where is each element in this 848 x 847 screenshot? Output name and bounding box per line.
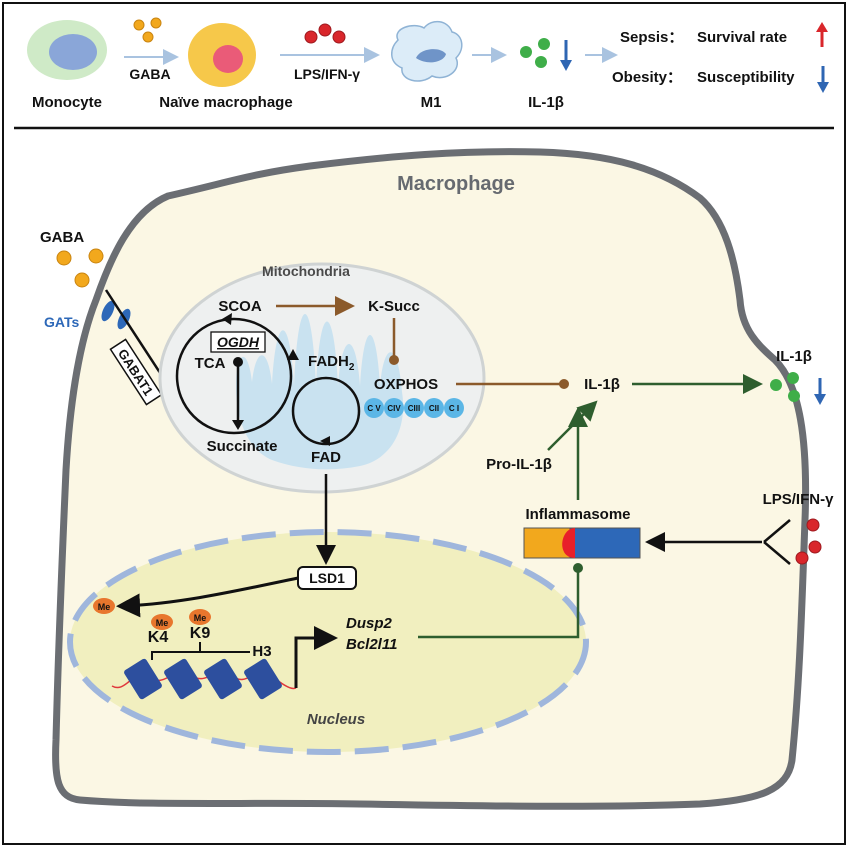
- tlr-receptor: [763, 519, 791, 565]
- pro-il1b-label: Pro-IL-1β: [486, 456, 552, 473]
- m1-label: M1: [421, 94, 442, 111]
- k4-label: K4: [148, 629, 169, 646]
- complex-label: C V: [367, 404, 381, 413]
- m1-macrophage-nucleus: [416, 49, 446, 63]
- lps-dot: [806, 518, 820, 532]
- lps-top-label: LPS/IFN-γ: [294, 66, 360, 82]
- me-label: Me: [156, 618, 169, 628]
- lps-ifn-cell-label: LPS/IFN-γ: [763, 491, 834, 508]
- genes-inhibit-inflammasome-line: [418, 570, 580, 639]
- mitochondria: Mitochondria TCA OGDH SCOA FADH2 Succina…: [158, 262, 486, 494]
- lps-dot: [332, 30, 346, 44]
- succinate-arrowhead: [232, 420, 244, 430]
- me-label: Me: [98, 602, 111, 612]
- genes-inhibit-dot: [573, 563, 583, 573]
- gaba-dot: [133, 19, 145, 31]
- oxphos-inhibit-dot: [559, 379, 569, 389]
- complex-label: C I: [449, 404, 459, 413]
- up-arrow-icon: [816, 22, 828, 47]
- lsd1-label: LSD1: [309, 570, 345, 586]
- ksucc-inhibit-dot: [389, 355, 399, 365]
- fad-label: FAD: [311, 449, 341, 466]
- oxphos-label: OXPHOS: [374, 376, 438, 393]
- gaba-dot: [74, 272, 90, 288]
- dusp2-label: Dusp2: [346, 615, 393, 632]
- monocyte-nucleus: [49, 34, 97, 70]
- fad-cycle-arrowhead: [287, 349, 299, 360]
- susceptibility-label: Susceptibility: [697, 69, 795, 86]
- il1b-dot: [788, 390, 800, 402]
- lps-dot: [318, 23, 332, 37]
- complex-label: CIV: [387, 404, 401, 413]
- down-arrow-icon: [817, 66, 829, 93]
- lsd1-demethylation-arrow: [116, 576, 299, 618]
- tca-cycle-arrowhead: [222, 313, 232, 325]
- il1b-dot: [520, 46, 532, 58]
- ogdh-inhibit-dot: [233, 357, 243, 367]
- fadh2-label: FADH2: [308, 353, 355, 373]
- ogdh-box: [210, 331, 266, 353]
- h3-label: H3: [252, 643, 271, 660]
- succinate-label: Succinate: [207, 438, 278, 455]
- gats-label: GATs: [44, 314, 79, 330]
- down-arrow-icon: [814, 378, 826, 405]
- k-succ-label: K-Succ: [368, 298, 420, 315]
- mitochondria-label: Mitochondria: [262, 263, 350, 279]
- methyl-group-k4: [151, 614, 173, 630]
- nucleus-label: Nucleus: [307, 711, 365, 728]
- down-arrow-icon: [560, 40, 572, 71]
- complex-label: CIII: [408, 404, 420, 413]
- inflammasome-label: Inflammasome: [525, 506, 630, 523]
- me-label: Me: [194, 613, 207, 623]
- gaba-dot: [88, 248, 104, 264]
- lps-dot: [795, 551, 809, 565]
- il1b-dot: [787, 372, 799, 384]
- monocyte-label: Monocyte: [32, 94, 102, 111]
- methyl-group: [93, 598, 115, 614]
- naive-macrophage-nucleus: [213, 45, 243, 73]
- scoa-label: SCOA: [218, 298, 262, 315]
- inflammasome-complex: [523, 527, 641, 559]
- macrophage-label: Macrophage: [397, 173, 515, 195]
- sepsis-label: Sepsis：: [620, 29, 683, 46]
- gaba-dot: [142, 31, 154, 43]
- mitochondria-cristae: [236, 314, 404, 470]
- gaba-top-label: GABA: [129, 66, 170, 82]
- complex-label: CII: [429, 404, 439, 413]
- gaba-cell-label: GABA: [40, 229, 84, 246]
- k9-label: K9: [190, 625, 211, 642]
- oxphos-complexes: C V CIV CIII CII C I: [364, 398, 464, 418]
- gat-transporter: [101, 300, 115, 322]
- il1b-dot: [770, 379, 782, 391]
- fad-cycle-arrowhead: [320, 436, 330, 446]
- top-panel: Monocyte GABA Naïve macrophage LPS/IFN-γ…: [27, 17, 829, 111]
- il1b-top-label: IL-1β: [528, 94, 564, 111]
- gaba-dot: [150, 17, 162, 29]
- il1b-dot: [535, 56, 547, 68]
- histone-tail: [151, 651, 250, 660]
- gaba-dot: [56, 250, 72, 266]
- il1b-inner-label: IL-1β: [584, 376, 620, 393]
- ogdh-label: OGDH: [217, 334, 260, 350]
- il1b-dot: [538, 38, 550, 50]
- obesity-label: Obesity：: [612, 69, 682, 86]
- tca-cycle: [175, 317, 293, 435]
- methyl-group-k9: [189, 609, 211, 625]
- nucleosomes: [124, 658, 282, 700]
- il1b-outer-label: IL-1β: [776, 348, 812, 365]
- lps-dot: [808, 540, 822, 554]
- lps-dot: [304, 30, 318, 44]
- survival-rate-label: Survival rate: [697, 29, 787, 46]
- bcl2l11-label: Bcl2l11: [346, 636, 397, 653]
- naive-macrophage-label: Naïve macrophage: [159, 94, 292, 111]
- transcription-start-arrow: [294, 626, 338, 688]
- tca-label: TCA: [195, 355, 226, 372]
